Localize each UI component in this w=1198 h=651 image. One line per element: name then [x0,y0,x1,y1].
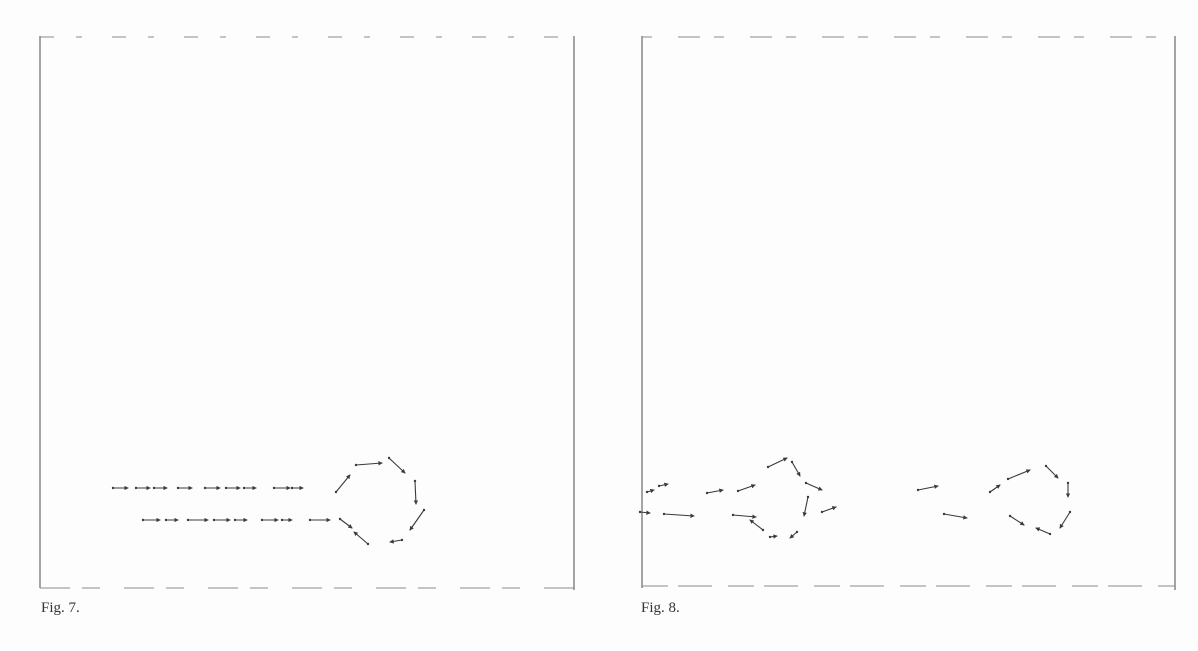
fig8-vector-origin [916,488,920,492]
fig8-vector-arrow [1007,469,1031,480]
fig8-vector-arrow [989,484,1001,493]
fig8-vector-origin [645,490,649,494]
fig7-vector-origin [176,486,180,490]
fig8-vector-origin [638,510,642,514]
fig8-vector-arrow [658,482,669,487]
fig7-vector-origin [290,486,294,490]
fig8-vector-origin [657,484,661,488]
fig7-vector-origin [272,486,276,490]
fig8-vector-origin [820,510,824,514]
fig7-vector-origin [164,518,168,522]
fig8-vector-origin [761,528,765,532]
fig8-vector-arrow [805,482,823,491]
fig8-vector-arrow [791,461,801,477]
fig7-vector-origin [242,486,246,490]
fig8-vector-origin [942,512,946,516]
fig8-vector-arrow [1059,511,1071,529]
fig8-vector-arrow [732,514,757,519]
fig7-vector-field [111,456,426,546]
fig7-vector-origin [152,486,156,490]
fig8-vector-arrow [789,531,798,539]
fig7-vector-arrow [409,509,425,531]
fig8-plot [638,36,1176,590]
fig8-vector-origin [705,491,709,495]
fig8-vector-arrow [663,513,695,518]
fig8-vector-arrow [802,496,809,517]
fig8-vector-arrow [737,484,756,492]
fig7-caption: Fig. 7. [41,600,80,616]
fig7-vector-arrow [389,539,403,544]
fig8-vector-arrow [1009,515,1025,526]
fig7-vector-origin [186,518,190,522]
fig7-vector-origin [308,518,312,522]
fig8-vector-origin [795,530,799,534]
fig8-vector-arrow [767,457,788,468]
fig8-vector-origin [766,465,770,469]
fig8-vector-arrow [706,488,724,494]
fig7-vector-arrow [335,474,351,493]
fig7-vector-origin [354,463,358,467]
fig8-vector-origin [768,535,772,539]
fig8-caption: Fig. 8. [641,600,680,616]
fig8-vector-arrow [1045,465,1059,479]
fig8-vector-arrow [1035,527,1051,535]
fig7-plot [39,36,575,590]
fig8-vector-arrow [943,513,968,520]
fig7-vector-origin [224,486,228,490]
fig8-vector-arrow [639,510,651,515]
fig8-vector-origin [1048,532,1052,536]
fig7-vector-origin [134,486,138,490]
fig7-vector-arrow [339,518,353,529]
fig7-vector-origin [260,518,264,522]
fig7-vector-origin [141,518,145,522]
fig8-vector-origin [1066,481,1070,485]
fig8-vector-arrow [749,519,764,531]
fig7-vector-origin [203,486,207,490]
fig8-vector-origin [1008,514,1012,518]
fig7-vector-origin [387,456,391,460]
fig7-vector-origin [413,479,417,483]
fig8-vector-arrow [917,484,939,491]
fig7-vector-arrow [353,531,369,545]
fig7-vector-origin [212,518,216,522]
fig8-vector-arrow [646,488,655,494]
fig8-vector-origin [1044,464,1048,468]
fig8-vector-origin [1006,477,1010,481]
fig8-vector-origin [806,495,810,499]
fig8-vector-origin [790,460,794,464]
fig8-vector-origin [731,513,735,517]
fig7-vector-arrow [388,457,406,474]
fig8-vector-origin [662,512,666,516]
fig8-vector-arrow [821,506,837,513]
fig7-vector-origin [111,486,115,490]
fig8-vector-origin [736,489,740,493]
fig8-vector-origin [988,490,992,494]
fig7-vector-origin [233,518,237,522]
fig7-vector-arrow [355,461,383,466]
fig8-vector-field [638,457,1072,539]
fig8-vector-origin [804,481,808,485]
fig7-vector-origin [280,518,284,522]
fig7-vector-origin [400,538,404,542]
fig7-vector-origin [334,490,338,494]
fig7-vector-origin [422,508,426,512]
fig7-vector-origin [366,542,370,546]
fig8-vector-origin [1068,510,1072,514]
fig7-vector-arrow [413,480,419,505]
fig7-vector-origin [338,517,342,521]
